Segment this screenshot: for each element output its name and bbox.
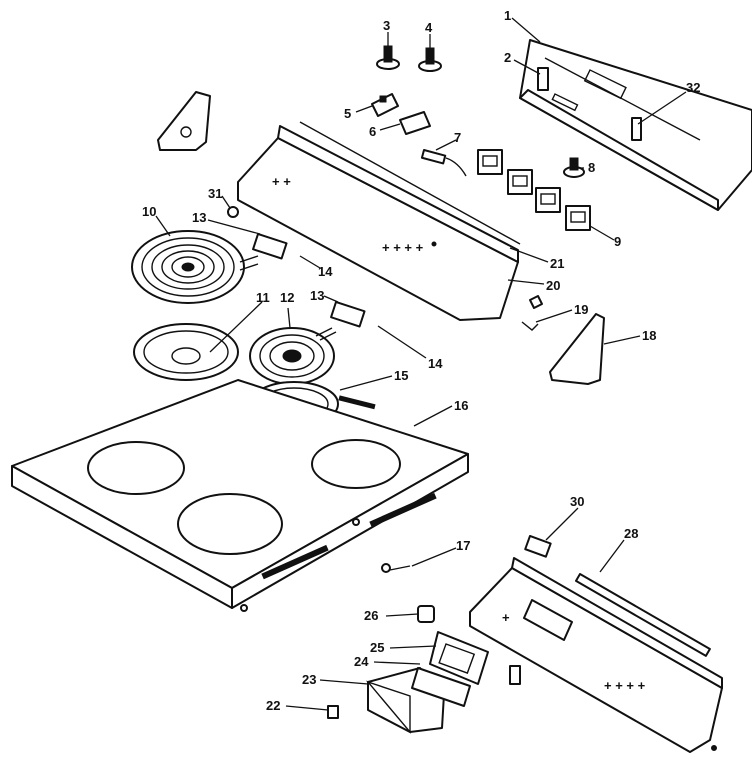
callout-3: 3 — [383, 18, 390, 33]
side-bracket-left — [157, 91, 211, 151]
callout-31: 31 — [208, 186, 222, 201]
svg-text:+: + — [502, 610, 510, 625]
screw-22 — [327, 705, 339, 719]
knob-right — [418, 47, 442, 72]
callout-24: 24 — [354, 654, 369, 669]
lower-control-panel: + + + + + — [469, 557, 723, 753]
svg-text:+ + + +: + + + + — [382, 240, 424, 255]
callout-5: 5 — [344, 106, 351, 121]
callout-10: 10 — [142, 204, 156, 219]
callout-17: 17 — [456, 538, 470, 553]
support-post — [631, 117, 642, 141]
infinite-switch-2 — [507, 169, 533, 195]
bezel-24 — [411, 667, 471, 707]
callout-1: 1 — [504, 8, 511, 23]
trim-strip-28 — [575, 572, 711, 657]
callout-7: 7 — [454, 130, 461, 145]
callout-13-upper: 13 — [192, 210, 206, 225]
infinite-switch-3 — [535, 187, 561, 213]
bracket-30 — [524, 535, 552, 558]
callout-16: 16 — [454, 398, 468, 413]
panel-bracket — [537, 67, 549, 91]
pin-17 — [381, 563, 411, 573]
switch-5 — [371, 93, 399, 117]
terminal-block-upper — [252, 233, 288, 260]
clip-small — [509, 665, 521, 685]
svg-text:+ + + +: + + + + — [604, 678, 646, 693]
callout-26: 26 — [364, 608, 378, 623]
callout-6: 6 — [369, 124, 376, 139]
callout-4: 4 — [425, 20, 433, 35]
callout-19: 19 — [574, 302, 588, 317]
svg-text:+ +: + + — [272, 174, 291, 189]
side-bracket-right — [549, 313, 605, 385]
callout-12: 12 — [280, 290, 294, 305]
callout-32: 32 — [686, 80, 700, 95]
main-cooktop — [11, 379, 469, 612]
knob-left — [376, 45, 400, 70]
clock-25 — [429, 631, 489, 685]
callout-22: 22 — [266, 698, 280, 713]
callout-11: 11 — [256, 290, 270, 305]
callout-13-lower: 13 — [310, 288, 324, 303]
callout-8: 8 — [588, 160, 595, 175]
connector-7 — [420, 149, 467, 177]
callout-15: 15 — [394, 368, 408, 383]
screw-31 — [227, 206, 239, 218]
clip-19 — [521, 295, 543, 331]
callout-14-upper: 14 — [318, 264, 333, 279]
callout-2: 2 — [504, 50, 511, 65]
callout-23: 23 — [302, 672, 316, 687]
callout-20: 20 — [546, 278, 560, 293]
callout-9: 9 — [614, 234, 621, 249]
block-6 — [399, 111, 431, 135]
infinite-switch-4 — [565, 205, 591, 231]
control-panel: + + + + + + — [237, 121, 521, 321]
callout-28: 28 — [624, 526, 638, 541]
surface-element-small — [249, 327, 337, 385]
terminal-block-lower — [330, 301, 366, 328]
infinite-switch-1 — [477, 149, 503, 175]
callout-30: 30 — [570, 494, 584, 509]
callout-14-lower: 14 — [428, 356, 443, 371]
knob-small-8 — [563, 157, 585, 178]
callout-18: 18 — [642, 328, 656, 343]
callout-21: 21 — [550, 256, 564, 271]
leader-lines — [155, 17, 687, 711]
callout-25: 25 — [370, 640, 384, 655]
callout-numbers: 1 2 3 4 5 6 7 8 9 10 11 12 13 13 14 14 1… — [142, 8, 700, 713]
knob-26 — [417, 605, 435, 623]
surface-element-large — [131, 230, 259, 304]
drip-pan-large — [133, 323, 259, 427]
